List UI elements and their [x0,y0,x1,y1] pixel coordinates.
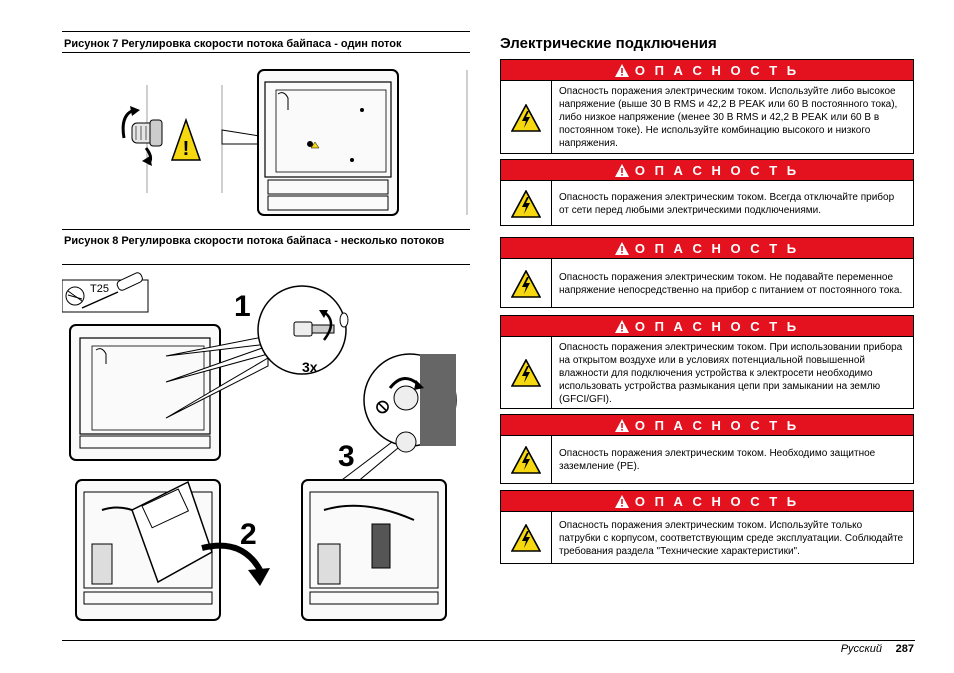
figure7-illustration: ! [121,69,468,216]
danger-header: О П А С Н О С Т Ь [501,238,913,259]
warning-triangle-icon [614,63,629,77]
danger-header: О П А С Н О С Т Ь [501,316,913,337]
open-door-panel [131,480,213,584]
figure8-illustration: 1 3x 2 ⦸ 3 [62,272,457,621]
danger-text: Опасность поражения электрическим током.… [559,519,904,557]
figure8-caption: Рисунок 8 Регулировка скорости потока ба… [64,235,445,247]
warning-triangle-icon [614,494,629,508]
danger-box-2: О П А С Н О С Т Ь Опасность поражения эл… [500,159,914,226]
step1-number: 1 [234,290,251,323]
danger-text: Опасность поражения электрическим током.… [559,271,903,296]
danger-text: Опасность поражения электрическим током.… [559,341,903,405]
danger-label: О П А С Н О С Т Ь [634,318,800,334]
step2-number: 2 [240,518,257,551]
danger-header: О П А С Н О С Т Ь [501,60,913,81]
danger-box-1: О П А С Н О С Т Ь Опасность поражения эл… [500,59,914,154]
danger-box-5: О П А С Н О С Т Ь Опасность поражения эл… [500,414,914,484]
enclosure-step1-icon [69,324,221,461]
danger-box-6: О П А С Н О С Т Ь Опасность поражения эл… [500,490,914,564]
tool-label: T25 [90,283,109,295]
warning-triangle-icon [614,241,629,255]
top-rule-left [62,31,470,32]
footer-rule [62,640,915,641]
danger-label: О П А С Н О С Т Ь [634,417,800,433]
caption-rule-fig7 [62,52,470,53]
needle-valve-icon [293,310,349,341]
rule-fig8-top [62,229,470,230]
analyzer-enclosure-icon [257,69,399,216]
figure7-caption: Рисунок 7 Регулировка скорости потока ба… [64,38,402,50]
danger-header: О П А С Н О С Т Ь [501,491,913,512]
rotary-knob-icon [388,377,424,453]
danger-box-4: О П А С Н О С Т Ь Опасность поражения эл… [500,315,914,409]
count-label: 3x [302,359,318,375]
danger-label: О П А С Н О С Т Ь [634,62,800,78]
section-title: Электрические подключения [500,35,717,52]
svg-text:⦸: ⦸ [376,395,389,417]
open-direction-arrow [201,542,263,572]
danger-text: Опасность поражения электрическим током.… [559,86,898,149]
danger-label: О П А С Н О С Т Ь [634,162,800,178]
danger-box-3: О П А С Н О С Т Ь Опасность поражения эл… [500,237,914,308]
rule-fig8-bottom [62,264,470,265]
electrical-hazard-icon [501,259,552,308]
electrical-hazard-icon [501,436,552,484]
danger-text: Опасность поражения электрическим током.… [559,191,895,216]
warning-triangle-icon [614,418,629,432]
warning-triangle-icon [614,319,629,333]
danger-label: О П А С Н О С Т Ь [634,493,800,509]
danger-header: О П А С Н О С Т Ь [501,160,913,181]
electrical-hazard-icon [501,337,552,409]
caution-triangle-icon [170,117,202,161]
flow-knob-icon [121,106,163,166]
svg-text:!: ! [183,138,190,160]
footer-language: Русский [840,643,882,655]
step3-number: 3 [338,440,355,473]
electrical-hazard-icon [501,512,552,564]
danger-header: О П А С Н О С Т Ь [501,415,913,436]
page-number: 287 [895,643,914,655]
electrical-hazard-icon [501,181,552,226]
enclosure-step3-icon [301,479,447,621]
electrical-hazard-icon [501,81,552,154]
screwdriver-icon [81,272,143,309]
danger-label: О П А С Н О С Т Ь [634,240,800,256]
warning-triangle-icon [614,163,629,177]
danger-text: Опасность поражения электрическим током.… [559,448,876,472]
